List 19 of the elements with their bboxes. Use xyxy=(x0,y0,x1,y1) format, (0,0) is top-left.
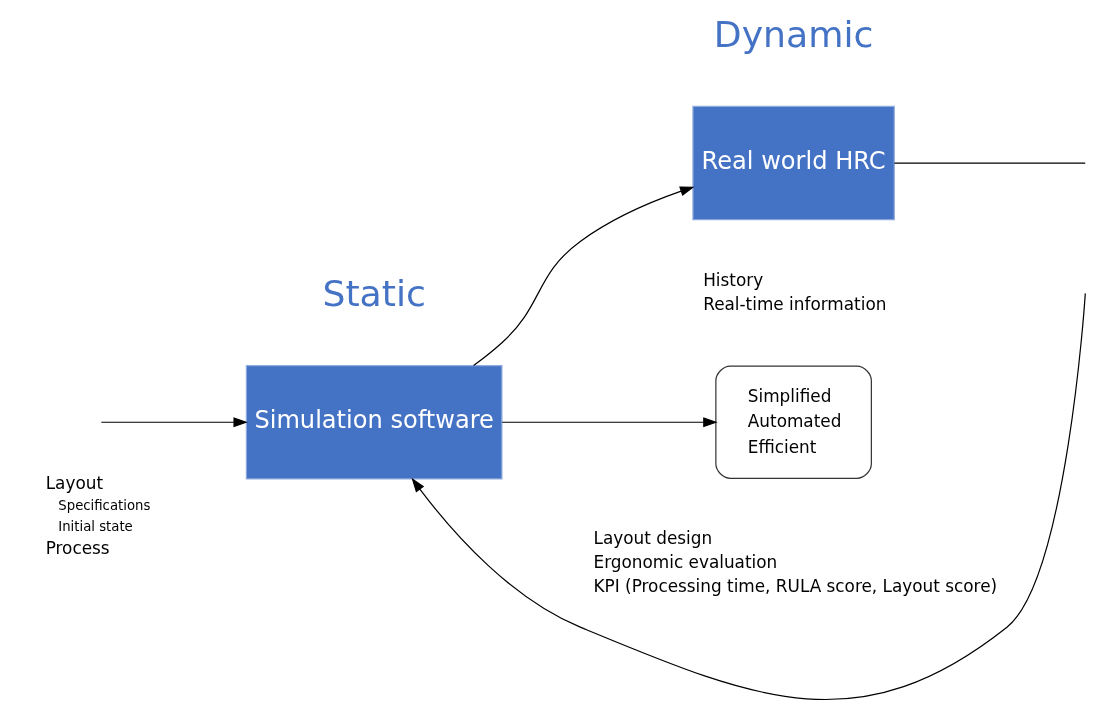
label: KPI (Processing time, RULA score, Layout score) xyxy=(593,576,998,597)
connector xyxy=(893,162,1086,164)
arrow xyxy=(501,417,718,428)
arrow xyxy=(473,186,695,367)
label: Layout design xyxy=(593,528,713,549)
node-box: Simplified Automated Efficient xyxy=(715,365,872,479)
arrow xyxy=(411,292,1086,700)
label: Ergonomic evaluation xyxy=(593,552,778,573)
label: Initial state xyxy=(58,518,133,534)
label: Process xyxy=(45,537,110,558)
label: Real-time information xyxy=(703,294,887,315)
label: History xyxy=(703,270,764,291)
label: Layout xyxy=(45,472,103,493)
node-box: Simulation software xyxy=(245,365,503,480)
node-box: Real world HRC xyxy=(692,105,895,221)
label: Dynamic xyxy=(713,12,874,56)
arrow xyxy=(100,417,248,428)
label: Specifications xyxy=(58,498,151,513)
label: Static xyxy=(322,271,426,315)
